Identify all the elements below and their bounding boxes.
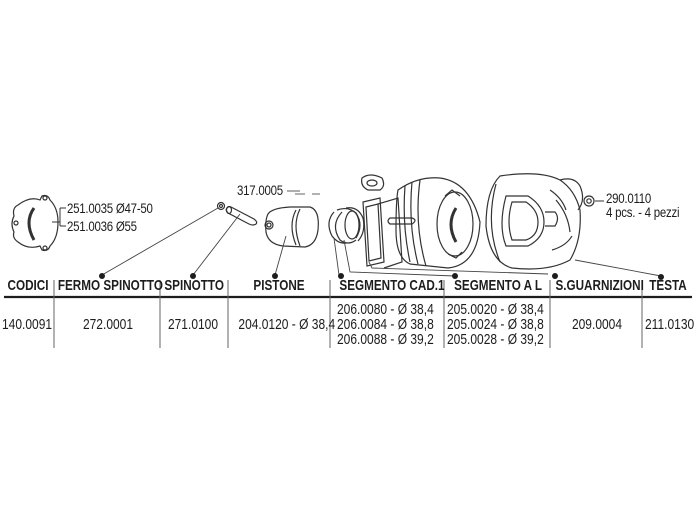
flange-code-2: 251.0036 Ø55 [67, 218, 137, 234]
cell-segmento-cad1-2: 206.0084 - Ø 38,8 [337, 316, 434, 333]
nut-quantity-note: 4 pcs. - 4 pezzi [606, 204, 680, 220]
piston-icon [264, 206, 319, 248]
cell-codici: 140.0091 [2, 316, 53, 333]
header-spinotto: SPINOTTO [164, 277, 224, 294]
cell-segmento-cad1-3: 206.0088 - Ø 39,2 [337, 331, 434, 348]
header-segmento-cad1: SEGMENTO CAD.1 [339, 277, 445, 294]
header-pistone: PISTONE [253, 277, 305, 294]
cell-pistone: 204.0120 - Ø 38,4 [238, 316, 336, 333]
header-codici: CODICI [7, 277, 49, 294]
cell-testa: 211.0130 [645, 316, 695, 333]
pin-clip-extra-code: 317.0005 [237, 182, 283, 198]
intake-flange-icon [11, 194, 59, 252]
header-s-guarnizioni: S.GUARNIZIONI [555, 277, 644, 294]
cylinder-icon [361, 174, 481, 269]
flange-code-1: 251.0035 Ø47-50 [67, 200, 153, 216]
base-gasket-icon [344, 197, 385, 267]
pin-clip-icon [216, 201, 226, 211]
piston-pin-icon [225, 205, 258, 226]
nut-code: 290.0110 [606, 190, 652, 206]
cell-segmento-cad1-1: 206.0080 - Ø 38,4 [337, 301, 434, 318]
cell-segmento-al-1: 205.0020 - Ø 38,4 [447, 301, 544, 318]
cell-segmento-al-3: 205.0028 - Ø 39,2 [447, 331, 544, 348]
nut-icon [583, 195, 595, 207]
cylinder-head-icon [485, 173, 584, 270]
header-segmento-al: SEGMENTO A L [454, 277, 543, 294]
cell-segmento-al-2: 205.0024 - Ø 38,8 [447, 316, 544, 333]
header-fermo-spinotto: FERMO SPINOTTO [57, 277, 163, 294]
cell-spinotto: 271.0100 [167, 316, 219, 333]
cell-s-guarnizioni: 209.0004 [571, 316, 623, 333]
header-testa: TESTA [649, 277, 687, 294]
piston-rings-icon [328, 207, 365, 244]
cell-fermo-spinotto: 272.0001 [82, 316, 134, 333]
